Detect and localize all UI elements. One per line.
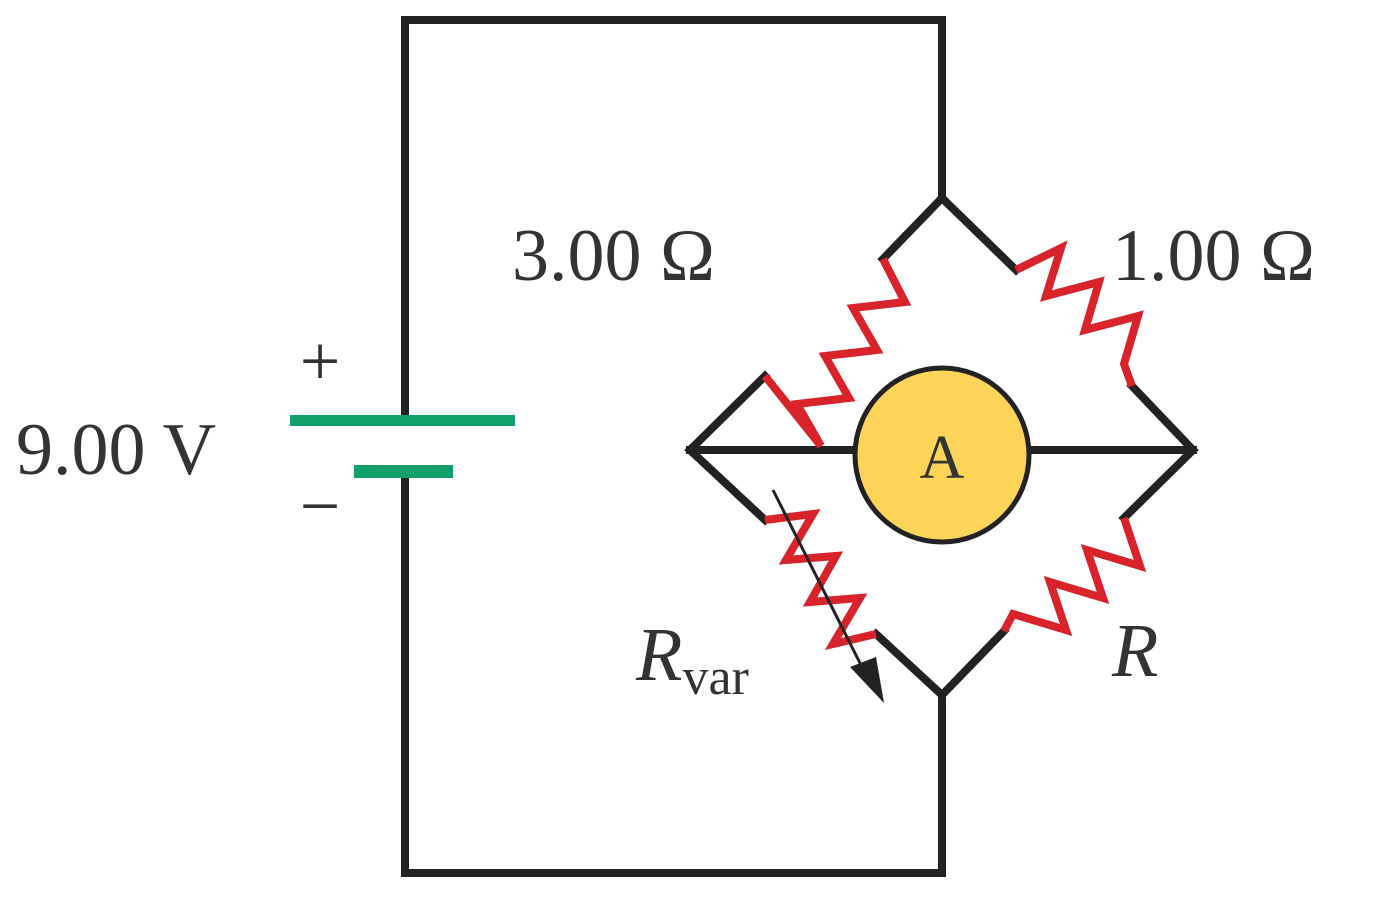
rvar-main-letter: R (635, 613, 682, 697)
battery (290, 415, 515, 478)
resistors (761, 240, 1147, 651)
resistor-3-ohm-label: 3.00 Ω (512, 215, 715, 297)
bridge-wire-top-right (936, 192, 1199, 456)
bridge-wire-bottom-left (684, 444, 948, 701)
resistor-1-ohm-label: 1.00 Ω (1112, 215, 1315, 297)
battery-negative-plate (354, 465, 453, 478)
resistor-r-label: R (1111, 609, 1158, 693)
resistor-r-zigzag (1000, 516, 1147, 637)
circuit-wires (401, 16, 1199, 877)
bridge-wire-bottom-right (936, 444, 1199, 701)
ammeter-label: A (920, 424, 965, 492)
battery-plus-sign: + (300, 321, 341, 401)
battery-minus-sign: − (300, 466, 341, 546)
resistor-rvar-zigzag (764, 509, 877, 651)
ammeter: A (852, 365, 1032, 545)
variable-arrow-head (850, 657, 884, 703)
battery-positive-plate (290, 415, 515, 426)
ammeter-circle (852, 365, 1032, 545)
outer-loop-wire (401, 16, 946, 877)
resistor-1-ohm-zigzag (1014, 240, 1144, 388)
resistor-rvar-label: Rvar (635, 613, 749, 706)
battery-voltage-label: 9.00 V (16, 409, 216, 491)
resistor-3-ohm-zigzag (761, 257, 912, 449)
rvar-subscript: var (682, 649, 748, 706)
bridge-wire-top-left (684, 192, 948, 456)
variable-arrow-shaft (771, 489, 868, 676)
variable-resistor-arrow (771, 489, 884, 703)
